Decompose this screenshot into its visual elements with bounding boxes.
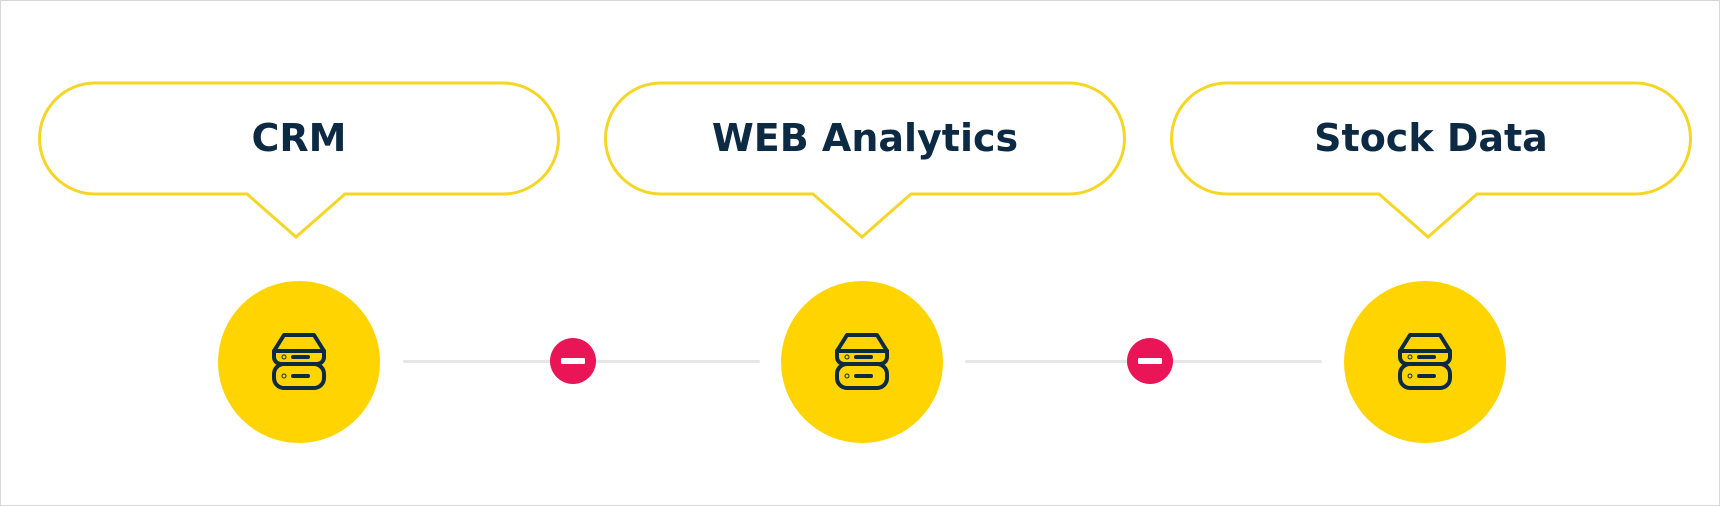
callout-stock-data: Stock Data (1170, 81, 1692, 241)
callout-bubble-shape (604, 81, 1126, 239)
node-crm (218, 281, 380, 443)
minus-icon (1138, 358, 1162, 364)
callout-web-analytics: WEB Analytics (604, 81, 1126, 241)
callout-bubble-shape (1170, 81, 1692, 239)
database-server-icon (835, 333, 889, 390)
callout-label-crm: CRM (251, 115, 347, 160)
minus-icon (561, 358, 585, 364)
callout-crm: CRM (38, 81, 560, 241)
database-server-icon (272, 333, 326, 390)
break-web-analytics-stock-data (1127, 338, 1173, 384)
callout-label-web-analytics: WEB Analytics (711, 115, 1019, 160)
node-web-analytics (781, 281, 943, 443)
database-server-icon (1398, 333, 1452, 390)
callout-bubble-shape (38, 81, 560, 239)
break-crm-web-analytics (550, 338, 596, 384)
node-stock-data (1344, 281, 1506, 443)
callout-label-stock-data: Stock Data (1314, 115, 1548, 160)
